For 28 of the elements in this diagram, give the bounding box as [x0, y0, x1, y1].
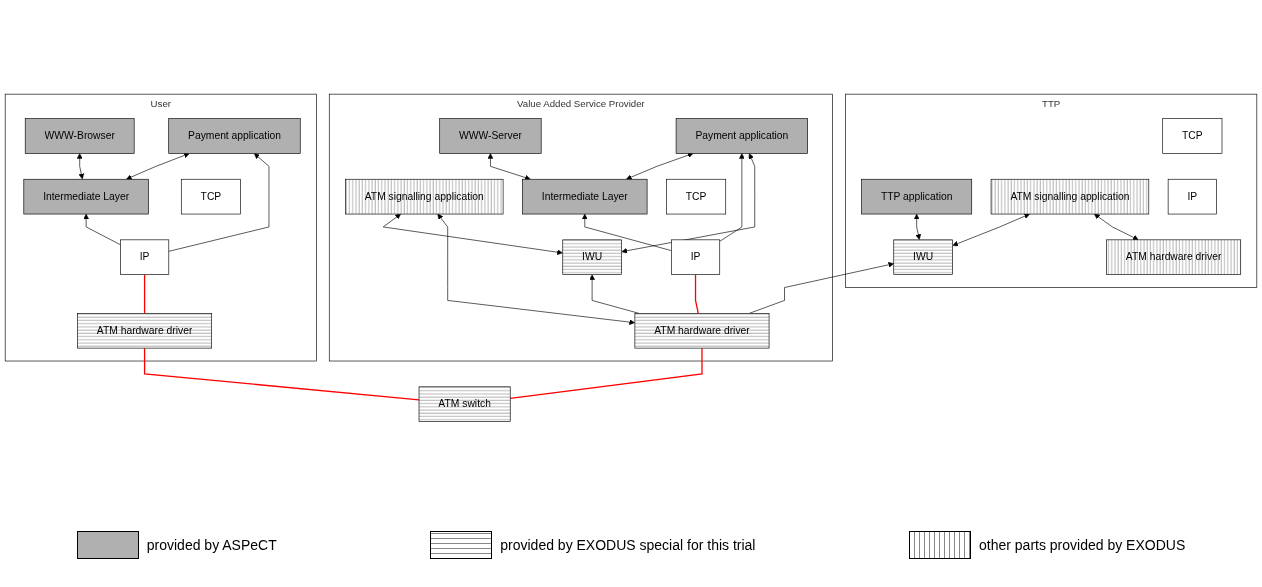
- node-box: ATM hardware driver: [1106, 239, 1242, 275]
- node-box: IP: [1167, 178, 1217, 214]
- node-box: TCP: [1162, 117, 1223, 154]
- node-box: WWW-Browser: [24, 117, 135, 154]
- node-box: IWU: [893, 239, 953, 275]
- node-box: TTP application: [861, 178, 973, 214]
- node-box: ATM hardware driver: [77, 312, 212, 349]
- node-box: ATM signalling application: [345, 178, 504, 214]
- node-box: Intermediate Layer: [23, 178, 149, 214]
- node-box: Payment application: [168, 117, 301, 154]
- node-box: Intermediate Layer: [522, 178, 648, 214]
- connector: [694, 273, 699, 314]
- node-box: ATM switch: [418, 386, 511, 422]
- node-box: Payment application: [675, 117, 808, 154]
- connector: [143, 273, 146, 314]
- node-box: ATM hardware driver: [634, 312, 770, 349]
- legend-label: other parts provided by EXODUS: [979, 537, 1186, 553]
- node-box: ATM signalling application: [990, 178, 1150, 214]
- node-box: WWW-Server: [439, 117, 542, 154]
- connector: [143, 347, 420, 401]
- connector: [509, 347, 703, 399]
- legend-label: provided by EXODUS special for this trial: [500, 537, 756, 553]
- legend-label: provided by ASPeCT: [146, 537, 277, 553]
- node-box: TCP: [180, 178, 241, 214]
- node-box: IWU: [562, 239, 622, 275]
- node-box: IP: [671, 239, 721, 275]
- node-box: IP: [120, 239, 170, 275]
- node-box: TCP: [666, 178, 727, 214]
